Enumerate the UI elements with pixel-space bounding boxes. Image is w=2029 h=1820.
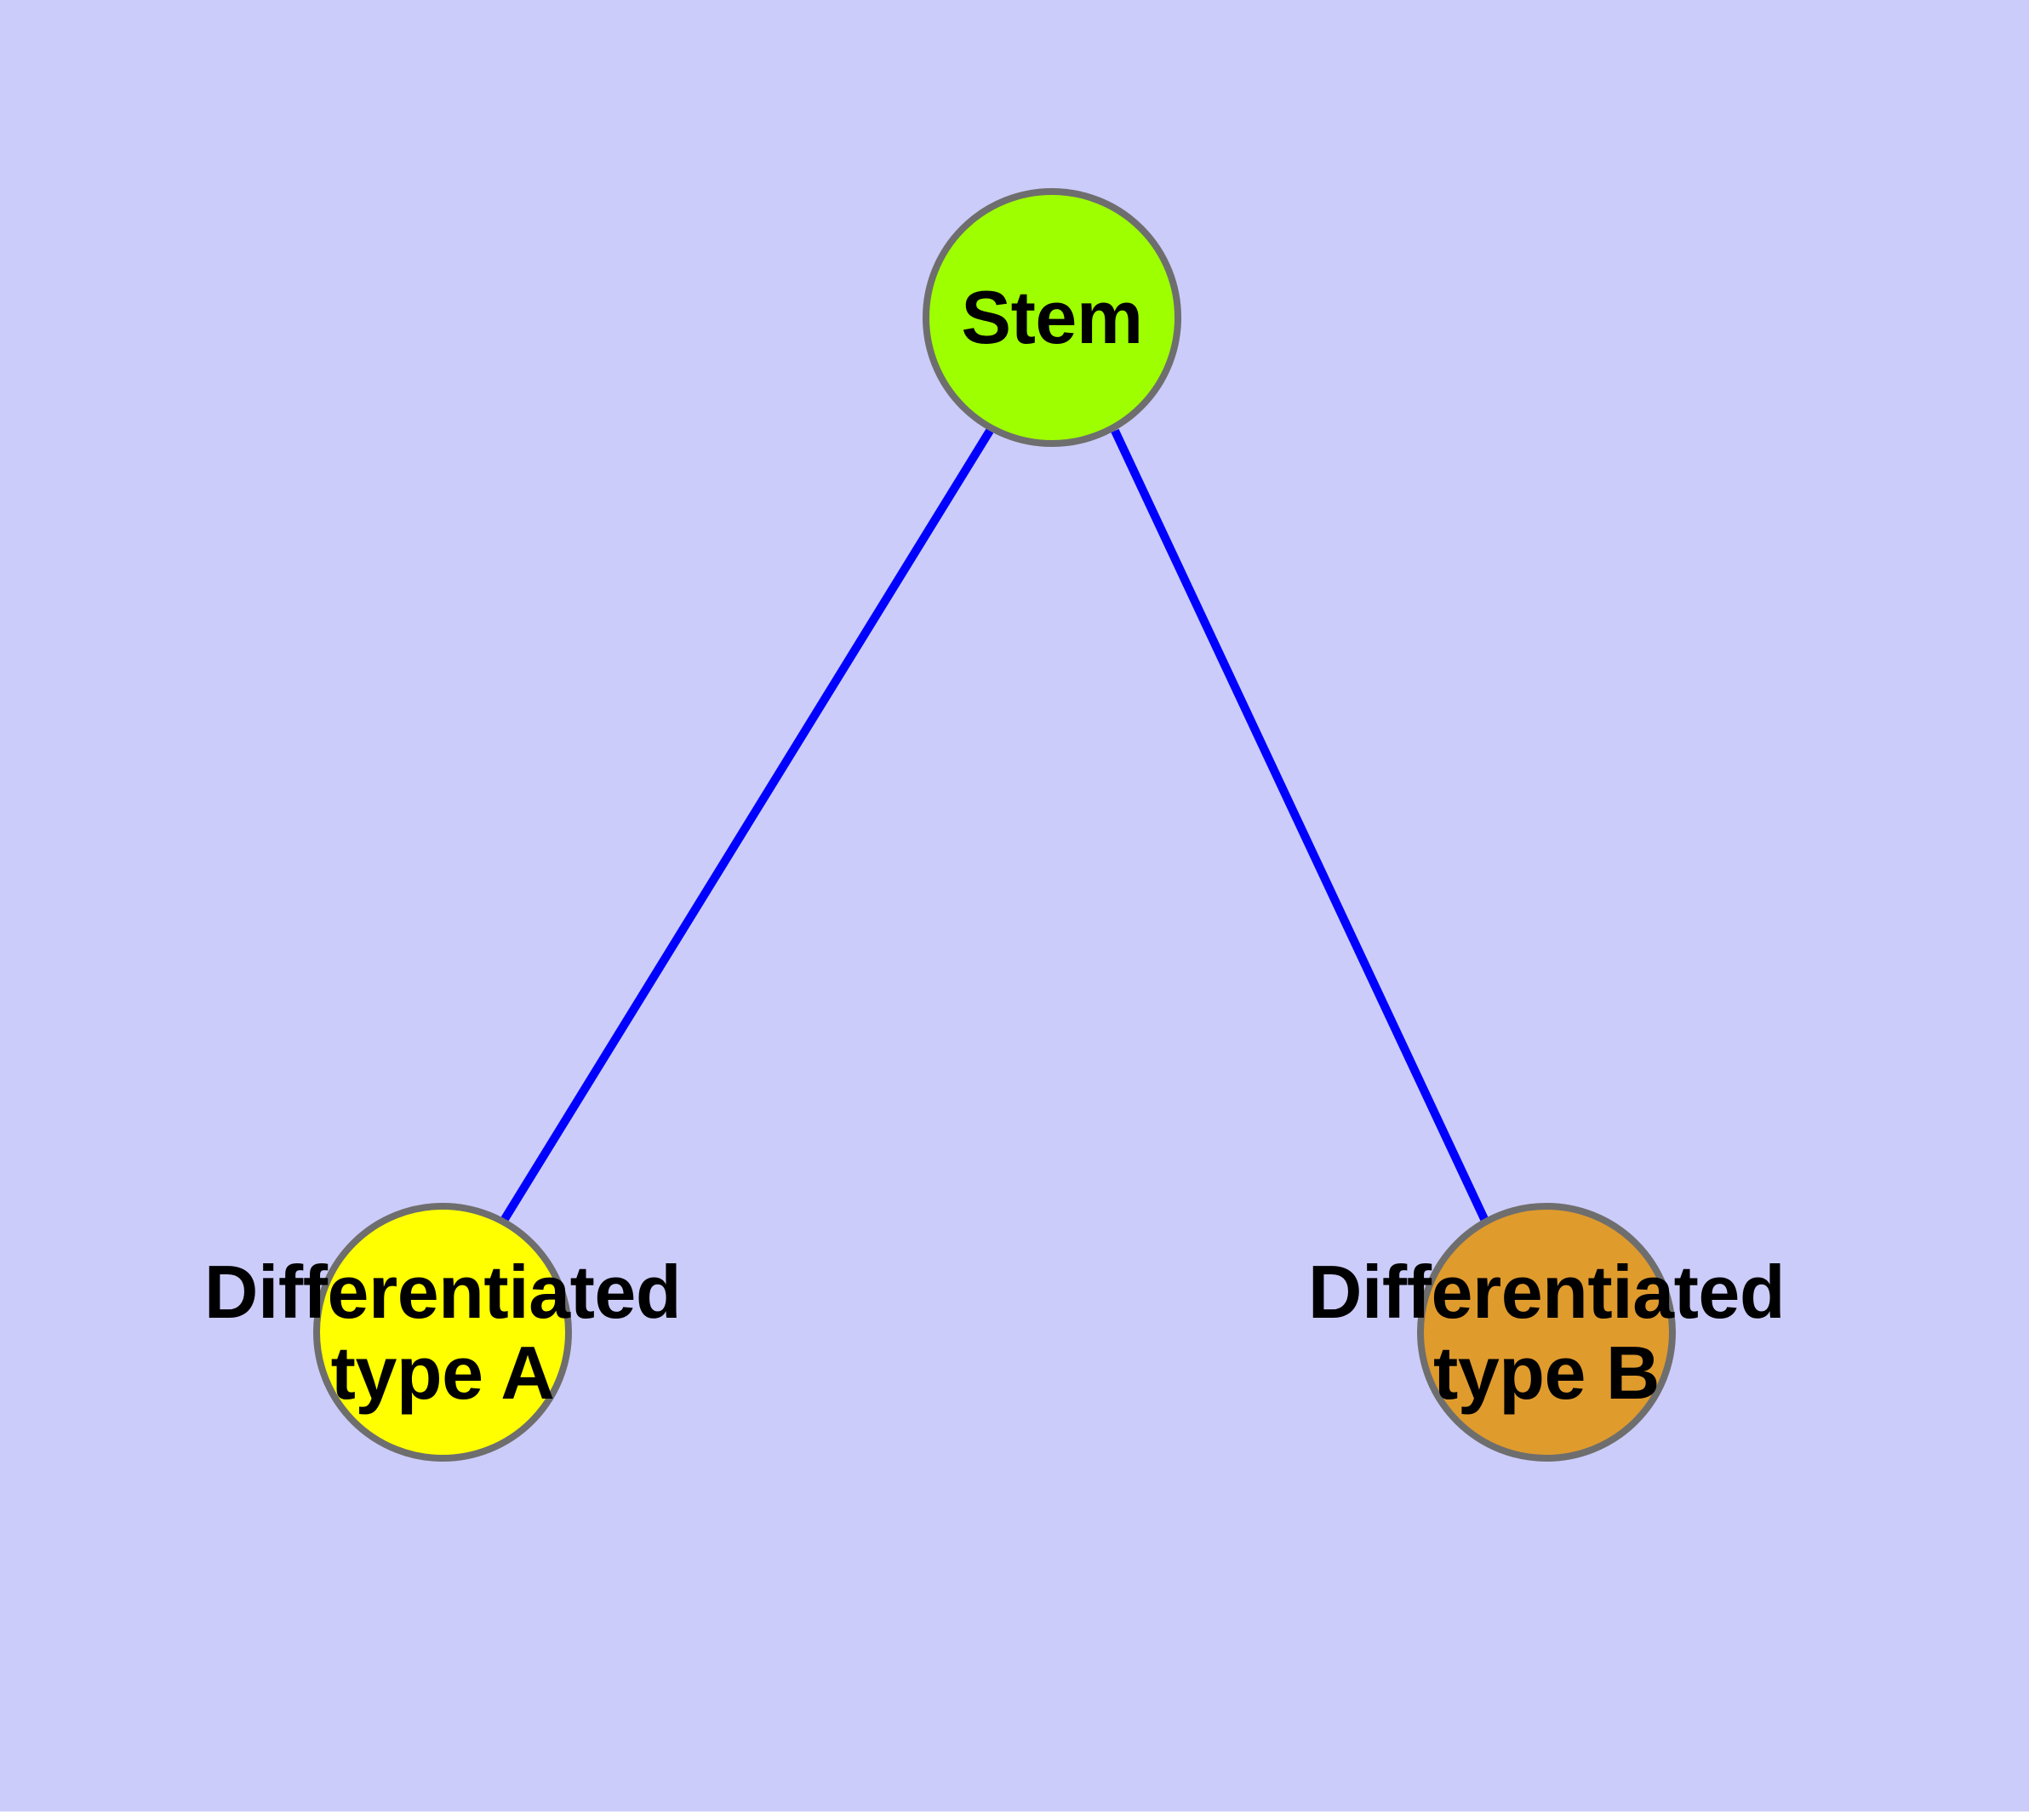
node-differentiated-type-a-label-line2: type A [330,1331,555,1415]
node-stem[interactable]: Stem [923,188,1181,447]
node-differentiated-type-a-label: Differentiated type A [203,1249,682,1415]
node-differentiated-type-b-label-line2: type B [1433,1331,1660,1415]
node-differentiated-type-b-label-line1: Differentiated [1307,1249,1786,1334]
node-differentiated-type-a-circle[interactable] [313,1203,572,1462]
node-stem-label-line1: Stem [961,275,1143,360]
node-differentiated-type-a-label-line1: Differentiated [203,1249,682,1334]
node-stem-label: Stem [961,275,1143,360]
node-differentiated-type-b[interactable]: Differentiated type B [1308,1203,1786,1462]
edge-stem-to-differentiated-type-a [500,428,994,1222]
node-differentiated-type-b-circle[interactable] [1417,1203,1676,1462]
node-differentiated-type-a[interactable]: Differentiated type A [204,1203,682,1462]
node-stem-circle[interactable] [923,188,1181,447]
node-differentiated-type-b-label: Differentiated type B [1307,1249,1786,1415]
edge-stem-to-differentiated-type-b [1111,428,1489,1222]
